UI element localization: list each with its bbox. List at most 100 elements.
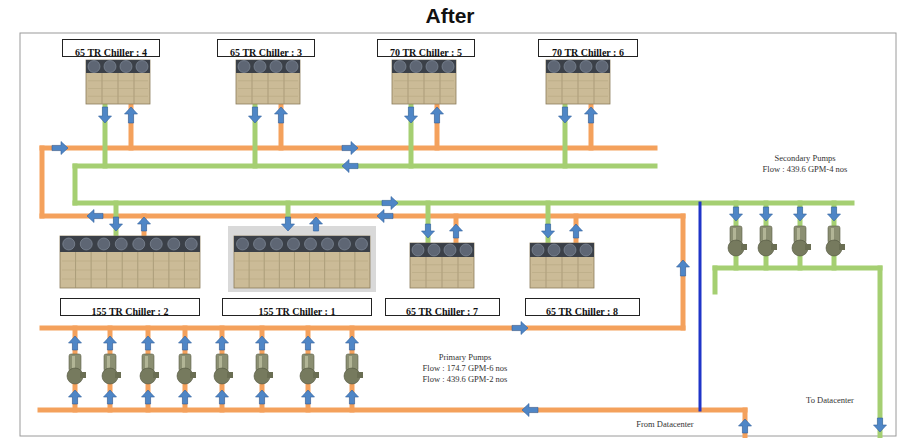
chiller-label-box: 70 TR Chiller : 6: [538, 39, 638, 57]
chiller-fan: [168, 238, 180, 250]
chiller-fan: [564, 61, 576, 73]
chiller-louver: [548, 80, 608, 81]
diagram-title: After: [425, 4, 474, 28]
flow-arrow: [52, 142, 68, 155]
chiller-fan: [88, 61, 100, 73]
flow-arrow: [346, 390, 359, 404]
flow-arrow: [377, 210, 393, 223]
pump-symbol: [102, 354, 121, 384]
chiller-body: [236, 60, 300, 104]
chiller-louver: [532, 280, 592, 281]
pump-symbol: [254, 354, 273, 384]
flow-arrow: [179, 336, 192, 350]
flow-arrow: [216, 390, 229, 404]
pump-motor-highlight: [831, 228, 834, 241]
chiller-unit: [410, 243, 474, 288]
pump-motor-highlight: [305, 356, 308, 369]
chiller-louver: [62, 261, 198, 262]
flow-arrow: [256, 390, 269, 404]
flow-arrow: [142, 390, 155, 404]
chiller-fan: [548, 61, 560, 73]
chiller-fan: [286, 61, 298, 73]
pump-nozzle: [190, 372, 196, 378]
flow-arrow: [342, 142, 358, 155]
chiller-fan: [80, 238, 92, 250]
flow-direction-label: From Datacenter: [634, 419, 695, 429]
flow-arrow: [346, 336, 359, 350]
chiller-label: 65 TR Chiller : 7: [406, 306, 478, 318]
chiller-louver: [394, 88, 454, 89]
pump-symbol: [792, 226, 811, 256]
chiller-louver: [394, 80, 454, 81]
pump-motor-highlight: [733, 228, 736, 241]
pump-nozzle: [227, 372, 233, 378]
chiller-unit: [60, 236, 200, 288]
pump-nozzle: [80, 372, 86, 378]
chiller-fan-deck: [392, 60, 456, 73]
chiller-fan: [532, 244, 544, 256]
chiller-label-box: 70 TR Chiller : 5: [377, 39, 475, 57]
equipment-group: [60, 60, 845, 384]
pump-symbol: [300, 354, 319, 384]
pump-symbol: [140, 354, 159, 384]
pump-nozzle: [267, 372, 273, 378]
chiller-label: 155 TR Chiller : 2: [92, 306, 169, 318]
pump-nozzle: [153, 372, 159, 378]
bypass-line: [699, 203, 702, 410]
pump-motor-highlight: [145, 356, 148, 369]
chiller-body: [234, 236, 370, 288]
pipe-group: [40, 104, 880, 436]
flow-arrow: [125, 107, 138, 123]
chiller-label: 65 TR Chiller : 4: [75, 47, 147, 59]
chiller-fan: [271, 238, 283, 250]
pipe: [42, 326, 683, 331]
flow-arrow: [256, 336, 269, 350]
pump-motor-highlight: [349, 356, 352, 369]
chiller-fan: [410, 61, 422, 73]
flow-arrow: [739, 419, 752, 433]
pump-motor-highlight: [72, 356, 75, 369]
chiller-fan-deck: [234, 236, 370, 252]
flow-arrow: [302, 390, 315, 404]
chiller-body: [410, 243, 474, 288]
chiller-fan: [444, 244, 456, 256]
pipe: [40, 148, 45, 216]
chiller-fan-deck: [60, 236, 200, 252]
flow-arrow: [828, 207, 841, 221]
chiller-louver: [238, 96, 298, 97]
pump-note: Primary Pumps: [437, 352, 494, 362]
chiller-fan: [98, 238, 110, 250]
chiller-fan: [339, 238, 351, 250]
chiller-fan: [133, 238, 145, 250]
chiller-fan: [270, 61, 282, 73]
flow-arrow: [87, 210, 103, 223]
chiller-fan-deck: [236, 60, 300, 73]
chiller-label-box: 65 TR Chiller : 3: [217, 39, 315, 57]
chiller-fan-deck: [546, 60, 610, 73]
chiller-louver: [88, 96, 148, 97]
flow-arrow: [216, 336, 229, 350]
chiller-fan: [580, 61, 592, 73]
chiller-louver: [532, 272, 592, 273]
pump-symbol: [758, 226, 777, 256]
chiller-fan: [120, 61, 132, 73]
chiller-fan: [412, 244, 424, 256]
flow-arrow: [730, 207, 743, 221]
chiller-louver: [532, 264, 592, 265]
chiller-louver: [236, 270, 368, 271]
pump-note: Flow : 439.6 GPM-2 nos: [421, 374, 510, 384]
chiller-label: 70 TR Chiller : 6: [552, 47, 624, 59]
flow-arrow: [559, 107, 572, 123]
chiller-louver: [88, 88, 148, 89]
chiller-fan: [288, 238, 300, 250]
flow-arrow: [794, 207, 807, 221]
chiller-label: 65 TR Chiller : 8: [546, 306, 618, 318]
chiller-label-box: 65 TR Chiller : 4: [62, 39, 160, 57]
flow-arrow: [104, 336, 117, 350]
chiller-unit: [86, 60, 150, 104]
flow-arrow: [522, 404, 538, 417]
chiller-fan: [426, 61, 438, 73]
flow-arrow: [874, 418, 887, 432]
pump-motor-highlight: [107, 356, 110, 369]
